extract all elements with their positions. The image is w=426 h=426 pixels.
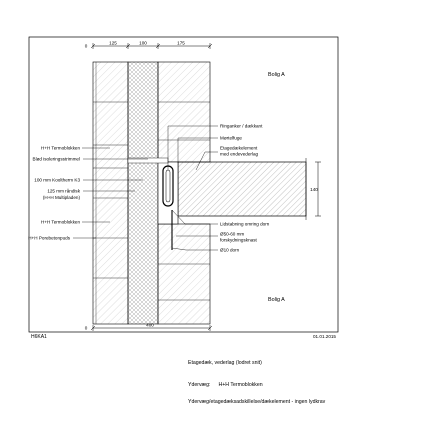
label-left-porebetonpuds: H+H Porebetonpuds [28, 236, 70, 241]
label-left-termoblok-2: H+H Termoblokken [41, 220, 81, 225]
dim-right: 140 [310, 187, 318, 192]
label-left-termoblok-1: H+H Termoblokken [41, 146, 81, 151]
ring-beam [157, 161, 179, 225]
inner-termoblok-lower [157, 223, 211, 325]
dim-bottom-0: 0 [85, 326, 88, 331]
drawing-frame [28, 36, 339, 333]
label-right-dorn: Ø10 dorn [220, 248, 240, 253]
inner-block-joints [158, 101, 210, 301]
outer-block-joints [93, 101, 128, 279]
top-dimension-line [90, 43, 213, 49]
floor-slab [177, 161, 307, 217]
kooltherm-insulation [127, 61, 159, 325]
label-left-isoleringsstrimmel: Blød isoleringsstrimmel [33, 157, 80, 162]
caption-wall-label: Ydervæg: [188, 382, 211, 388]
label-left-randisk: 125 mm råndisk [47, 188, 80, 194]
room-label-top: Bolig A [268, 72, 285, 78]
label-right-diameter-knast: Ø50-60 mm [220, 232, 244, 237]
room-label-bottom: Bolig A [268, 297, 285, 303]
right-leaders [167, 125, 218, 251]
dim-top-0: 0 [85, 44, 88, 49]
caption-wall-value: H+H Termoblokken [218, 382, 263, 388]
label-right-lidstabning: Lidstabning omring dorn [220, 222, 270, 227]
bottom-dimension-line [90, 325, 213, 331]
label-right-daekelement: Etagedækelement [220, 146, 258, 151]
dim-top-2: 100 [139, 41, 147, 46]
dim-bottom-1: 400 [146, 323, 154, 328]
label-right-forskydningsknast: forskydningsknast [220, 238, 257, 243]
label-right-ringanker: Ringanker / dækkant [220, 124, 263, 129]
caption-title: Etagedæk, vederlag (lodret snit) [188, 360, 262, 366]
drawing-code: H6KA1 [31, 334, 47, 340]
inner-termoblok-upper [157, 61, 211, 163]
caption-wall: Ydervæg: H+H Termoblokken [188, 382, 263, 388]
label-right-mortelfuge: Mørtelfuge [220, 136, 242, 141]
outer-termoblok [92, 61, 129, 325]
label-right-endevederlag: med endevederlag [220, 152, 258, 157]
caption-description: Ydervæg/etagedæksadskillelse/dækelement … [188, 399, 326, 405]
label-left-kooltherm: 100 mm Kooltherm K3 [34, 178, 80, 183]
label-left-multipladen: (H+H Multipladen) [43, 195, 81, 200]
insulation-strip [127, 157, 169, 164]
left-leaders [73, 147, 148, 239]
dim-top-1: 125 [109, 41, 117, 46]
dim-top-3: 175 [177, 41, 185, 46]
right-dimension-line [315, 161, 321, 217]
drawing-date: 01.01.2015 [313, 334, 336, 339]
